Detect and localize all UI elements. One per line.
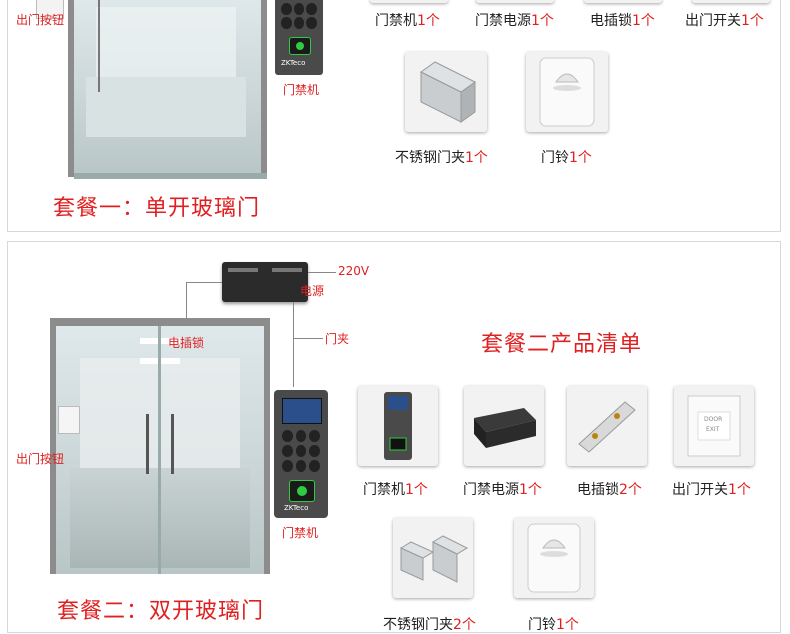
item-label: 出门开关1个: [685, 13, 764, 29]
power-supply-icon: [464, 386, 544, 466]
exit-button-label: 出门按钮: [16, 452, 65, 466]
package-two-title: 套餐二：双开玻璃门: [57, 599, 265, 624]
exit-button-device: [58, 406, 80, 434]
item-label: 不锈钢门夹2个: [383, 617, 476, 633]
item-label: 门禁机1个: [375, 13, 440, 29]
item-label: 不锈钢门夹1个: [395, 150, 488, 166]
exit-button-device: [36, 0, 64, 19]
double-glass-door-illustration: [50, 318, 270, 574]
item-label: 门禁电源1个: [475, 13, 554, 29]
item-label: 门禁机1个: [363, 482, 428, 498]
exit-switch-icon: DOOR EXIT: [674, 386, 754, 466]
access-machine-label: 门禁机: [282, 526, 319, 540]
product-card-exit-switch: [692, 0, 770, 3]
package-two-panel: 220V 电源 电插锁 门夹 出门按钮 ZKTeco 门禁机 套餐二产品清单: [7, 241, 781, 633]
exit-button-label: 出门按钮: [16, 13, 65, 27]
access-control-terminal-icon: [358, 386, 438, 466]
voltage-label: 220V: [338, 264, 370, 278]
product-card-lock: [584, 0, 662, 3]
access-machine-label: 门禁机: [283, 83, 320, 97]
steel-door-clamp-icon: [393, 518, 473, 598]
bolt-lock-label: 电插锁: [168, 336, 205, 350]
product-list-heading: 套餐二产品清单: [481, 332, 643, 357]
power-supply-device: [222, 262, 308, 302]
doorbell-icon: [514, 518, 594, 598]
product-card-terminal: [370, 0, 448, 3]
steel-door-clamp-icon: [405, 52, 487, 132]
item-label: 电插锁1个: [590, 13, 655, 29]
single-glass-door-illustration: [36, 0, 281, 183]
product-card-power: [476, 0, 554, 3]
item-label: 门铃1个: [541, 150, 592, 166]
package-one-panel: 出门按钮 ZKTeco 门禁机 门禁机1个 门禁电源1个 电插锁1个 出门开关1…: [7, 0, 781, 232]
item-label: 门禁电源1个: [463, 482, 542, 498]
item-label: 出门开关1个: [672, 482, 751, 498]
exit-plate-top-text: DOOR: [704, 416, 723, 423]
door-clamp-label: 门夹: [325, 332, 350, 346]
electric-bolt-lock-icon: [567, 386, 647, 466]
doorbell-icon: [526, 52, 608, 132]
access-terminal-device: ZKTeco: [274, 390, 328, 518]
item-label: 电插锁2个: [577, 482, 642, 498]
brand-logo: ZKTeco: [284, 504, 309, 512]
item-label: 门铃1个: [528, 617, 579, 633]
brand-logo: ZKTeco: [281, 59, 306, 67]
access-terminal-device: ZKTeco: [275, 0, 323, 75]
power-label: 电源: [300, 284, 325, 298]
package-one-title: 套餐一：单开玻璃门: [53, 196, 261, 221]
exit-plate-bottom-text: EXIT: [706, 426, 720, 433]
